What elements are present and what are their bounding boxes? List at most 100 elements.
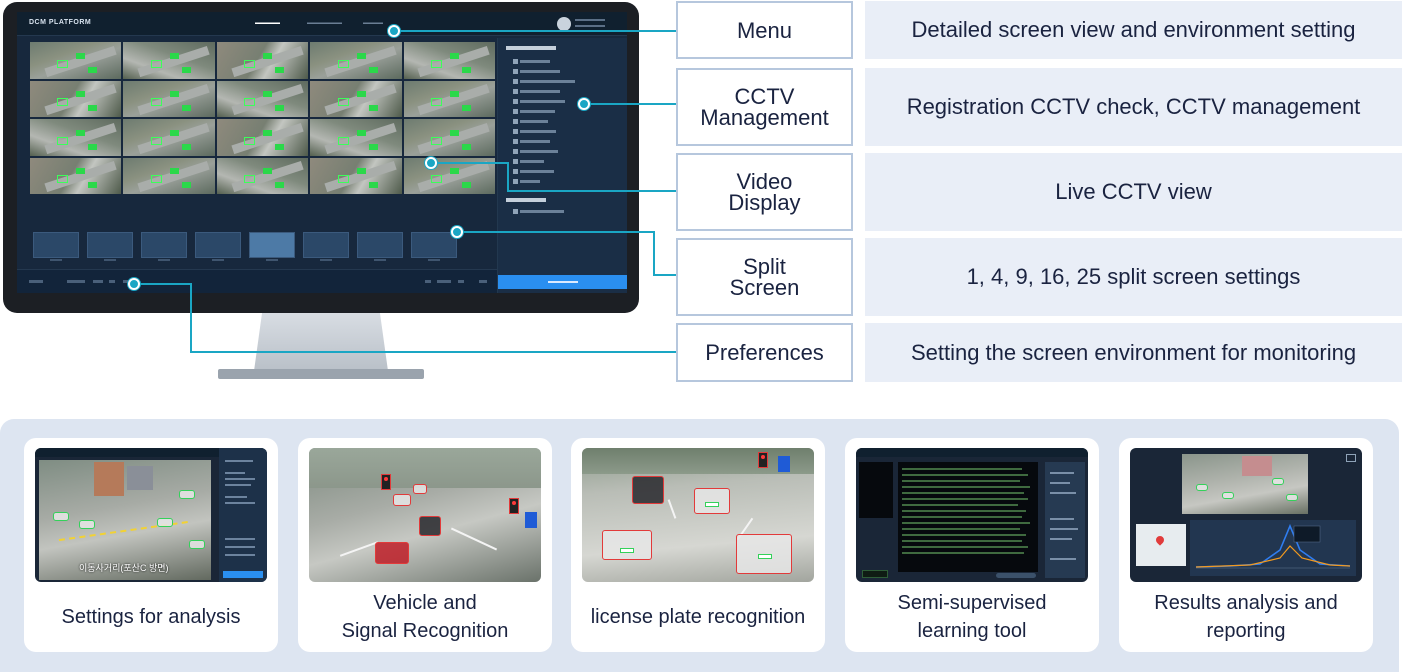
split-option[interactable] (303, 232, 349, 258)
traffic-chart (1190, 520, 1356, 576)
cctv-feed[interactable] (30, 157, 122, 194)
cctv-feed[interactable] (403, 42, 495, 79)
feature-description: 1, 4, 9, 16, 25 split screen settings (966, 264, 1301, 289)
split-option[interactable] (357, 232, 403, 258)
connector-menu (394, 30, 676, 32)
feature-label: Preferences (705, 340, 824, 365)
cctv-feed[interactable] (30, 80, 122, 117)
split-option[interactable] (87, 232, 133, 258)
card-license-plate-recognition: license plate recognition (571, 438, 825, 652)
cctv-list-item[interactable] (513, 119, 548, 124)
feed-list-item[interactable] (513, 209, 564, 214)
cctv-feed[interactable] (123, 157, 215, 194)
card-caption: Semi-supervised learning tool (897, 592, 1047, 642)
expand-icon[interactable] (1346, 454, 1356, 462)
cctv-list-item[interactable] (513, 99, 565, 104)
screen-nav-account[interactable]: ▬▬▬▬ (363, 20, 383, 26)
cctv-list-item[interactable] (513, 159, 544, 164)
card-image-vehicle-signal (309, 448, 541, 582)
cctv-list-item[interactable] (513, 109, 555, 114)
cctv-list-item[interactable] (513, 59, 550, 64)
cctv-feed[interactable] (310, 157, 402, 194)
camera-location-label: 이동사거리(포산C 방면) (79, 563, 169, 573)
cctv-list-title (506, 46, 556, 50)
cctv-feed[interactable] (310, 119, 402, 156)
intersection-video (1182, 454, 1308, 514)
card-image-learning-tool (856, 448, 1088, 582)
road-sign (525, 512, 537, 528)
cctv-feed[interactable] (123, 119, 215, 156)
feature-menu: Menu (676, 1, 853, 59)
card-caption: Vehicle and Signal Recognition (341, 592, 509, 642)
cctv-feed[interactable] (30, 119, 122, 156)
road-sign (778, 456, 790, 472)
cctv-feed[interactable] (123, 42, 215, 79)
cctv-list-item[interactable] (513, 169, 554, 174)
vehicle-detection (419, 516, 441, 536)
cctv-feed[interactable] (30, 42, 122, 79)
connector-dot-menu (388, 25, 400, 37)
monitor-screen: DCM PLATFORM ▬▬▬▬▬ ▬▬▬▬▬▬▬ ▬▬▬▬ (17, 12, 627, 293)
screen-nav-live-stream[interactable]: ▬▬▬▬▬ (255, 20, 280, 26)
cctv-list-item[interactable] (513, 139, 550, 144)
apply-button[interactable] (223, 571, 263, 578)
split-option-selected[interactable] (249, 232, 295, 258)
vehicle-detection (413, 484, 427, 494)
cctv-feed[interactable] (403, 119, 495, 156)
vehicle-detection (602, 530, 652, 560)
video-display-grid (30, 42, 495, 194)
user-avatar[interactable] (557, 17, 571, 31)
cctv-feed[interactable] (216, 119, 309, 156)
save-view-button[interactable] (498, 275, 627, 289)
cctv-feed[interactable] (216, 80, 309, 117)
connector-dot-video-display (425, 157, 437, 169)
split-option[interactable] (33, 232, 79, 258)
feature-description: Live CCTV view (1055, 179, 1212, 204)
feature-label: CCTV Management (700, 84, 829, 130)
feature-video-display-description: Live CCTV view (865, 153, 1402, 231)
monitor: DCM PLATFORM ▬▬▬▬▬ ▬▬▬▬▬▬▬ ▬▬▬▬ (3, 2, 639, 313)
feature-description: Registration CCTV check, CCTV management (906, 94, 1361, 119)
cctv-feed[interactable] (216, 42, 309, 79)
cctv-list-item[interactable] (513, 79, 575, 84)
feature-label: Split Screen (729, 254, 800, 300)
feature-preferences: Preferences (676, 323, 853, 382)
feature-label: Video Display (728, 169, 801, 215)
feature-description: Setting the screen environment for monit… (910, 339, 1357, 365)
cctv-feed[interactable] (403, 80, 495, 117)
cctv-list-item[interactable] (513, 129, 556, 134)
feature-label: Menu (736, 17, 793, 43)
traffic-signal-detection (509, 498, 519, 514)
cctv-feed[interactable] (310, 80, 402, 117)
license-plate-detection (758, 554, 772, 559)
cctv-list-item[interactable] (513, 149, 558, 154)
traffic-series-line (1195, 545, 1351, 568)
settings-sidebar (219, 448, 267, 582)
feature-cctv-management: CCTV Management (676, 68, 853, 146)
feature-video-display: Video Display (676, 153, 853, 231)
card-caption: Results analysis and reporting (1154, 592, 1338, 642)
cctv-list-item[interactable] (513, 179, 540, 184)
preferences-toggle[interactable] (123, 280, 129, 283)
card-results-analysis: Results analysis and reporting (1119, 438, 1373, 652)
split-option[interactable] (411, 232, 457, 258)
screen-app-title: DCM PLATFORM (29, 19, 92, 26)
playback-controls[interactable] (996, 573, 1036, 578)
connector-preferences (134, 283, 192, 285)
cctv-feed[interactable] (216, 157, 309, 194)
split-option[interactable] (195, 232, 241, 258)
learning-options (1045, 462, 1085, 578)
feature-description: Detailed screen view and environment set… (911, 17, 1356, 42)
card-settings-for-analysis: 이동사거리(포산C 방면) Settings for analysis (24, 438, 278, 652)
split-option[interactable] (141, 232, 187, 258)
monitor-stand-base (218, 369, 424, 379)
traffic-series-line (1195, 523, 1351, 568)
card-image-analysis-settings: 이동사거리(포산C 방면) (35, 448, 267, 582)
screen-nav-management[interactable]: ▬▬▬▬▬▬▬ (307, 20, 342, 26)
screen-bottom-toolbar (17, 269, 497, 293)
cctv-list-item[interactable] (513, 69, 560, 74)
cctv-feed[interactable] (123, 80, 215, 117)
vehicle-detection (694, 488, 730, 514)
cctv-list-item[interactable] (513, 89, 560, 94)
cctv-feed[interactable] (310, 42, 402, 79)
